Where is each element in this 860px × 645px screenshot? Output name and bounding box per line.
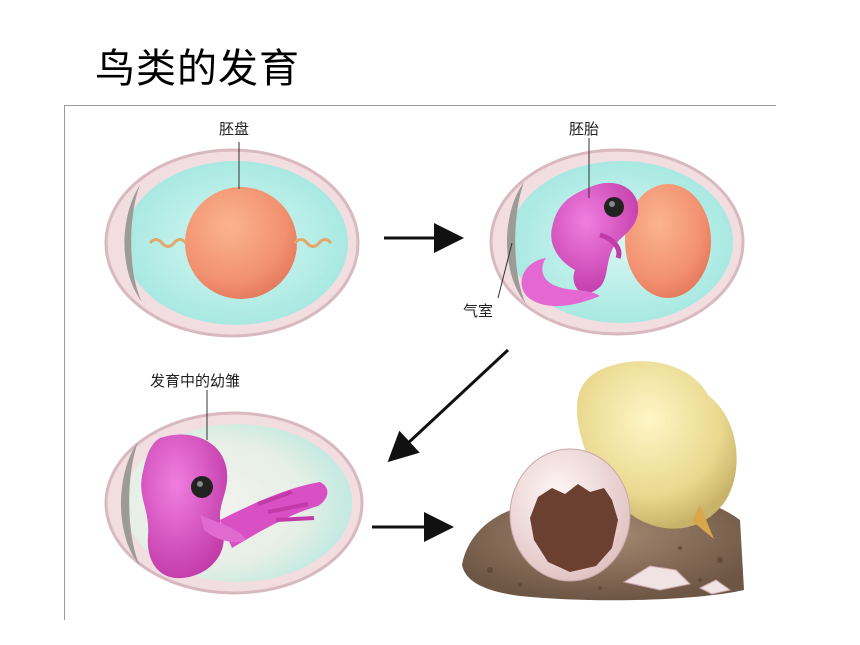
shell-opening: [530, 484, 618, 572]
egg-stage-3: [104, 390, 364, 595]
arrow-2: [387, 348, 510, 463]
egg-stage-1: [104, 142, 360, 338]
label-air-cell: 气室: [463, 302, 493, 320]
label-embryo: 胚胎: [569, 120, 599, 138]
label-germinal-disc: 胚盘: [219, 120, 249, 138]
label-developing-chick: 发育中的幼雏: [150, 372, 240, 390]
frame-top-rule: [64, 105, 776, 106]
frame-left-rule: [64, 105, 65, 620]
egg-stage-2: [489, 138, 745, 336]
developing-chick: [141, 434, 228, 579]
slide-title: 鸟类的发育: [95, 46, 300, 92]
figure-frame: [64, 105, 776, 625]
hatched-chick-scene: [462, 361, 744, 601]
yolk: [185, 187, 297, 299]
